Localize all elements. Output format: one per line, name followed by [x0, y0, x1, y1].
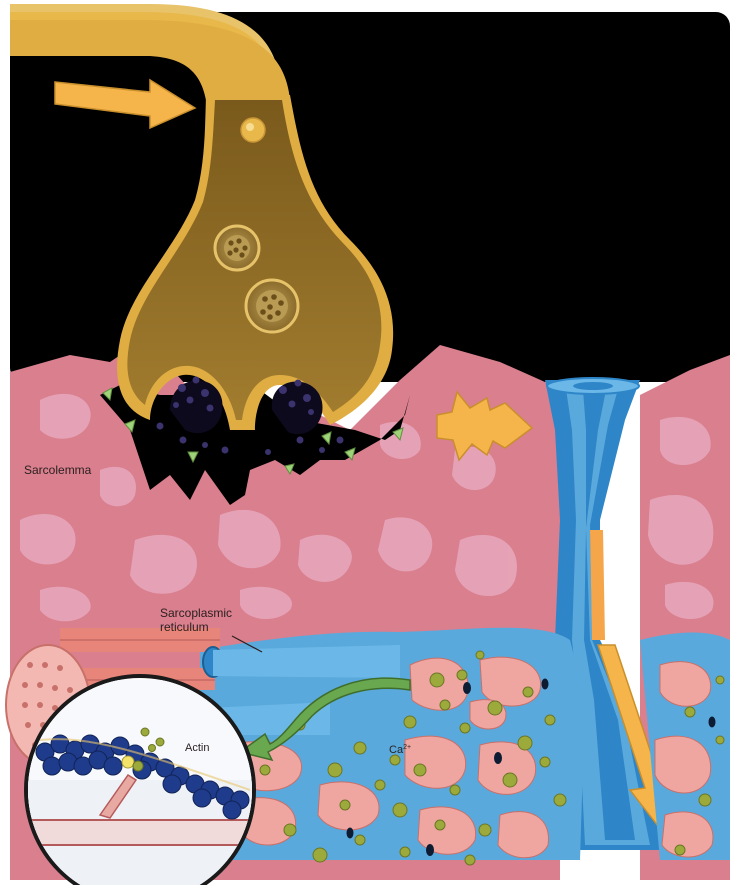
- calcium-label-charge: 2+: [403, 744, 411, 751]
- sarcoplasmic-reticulum-label: Sarcoplasmic reticulum: [160, 606, 232, 634]
- synaptic-vesicle: [246, 280, 298, 332]
- sarcolemma-label: Sarcolemma: [24, 463, 91, 477]
- actin-label: Actin: [185, 741, 209, 755]
- synaptic-vesicle: [215, 226, 259, 270]
- sarcoplasmic-label-line2: reticulum: [160, 620, 232, 634]
- sarcoplasmic-label-line1: Sarcoplasmic: [160, 606, 232, 620]
- calcium-label: Ca2+: [389, 741, 411, 757]
- calcium-label-base: Ca: [389, 744, 403, 756]
